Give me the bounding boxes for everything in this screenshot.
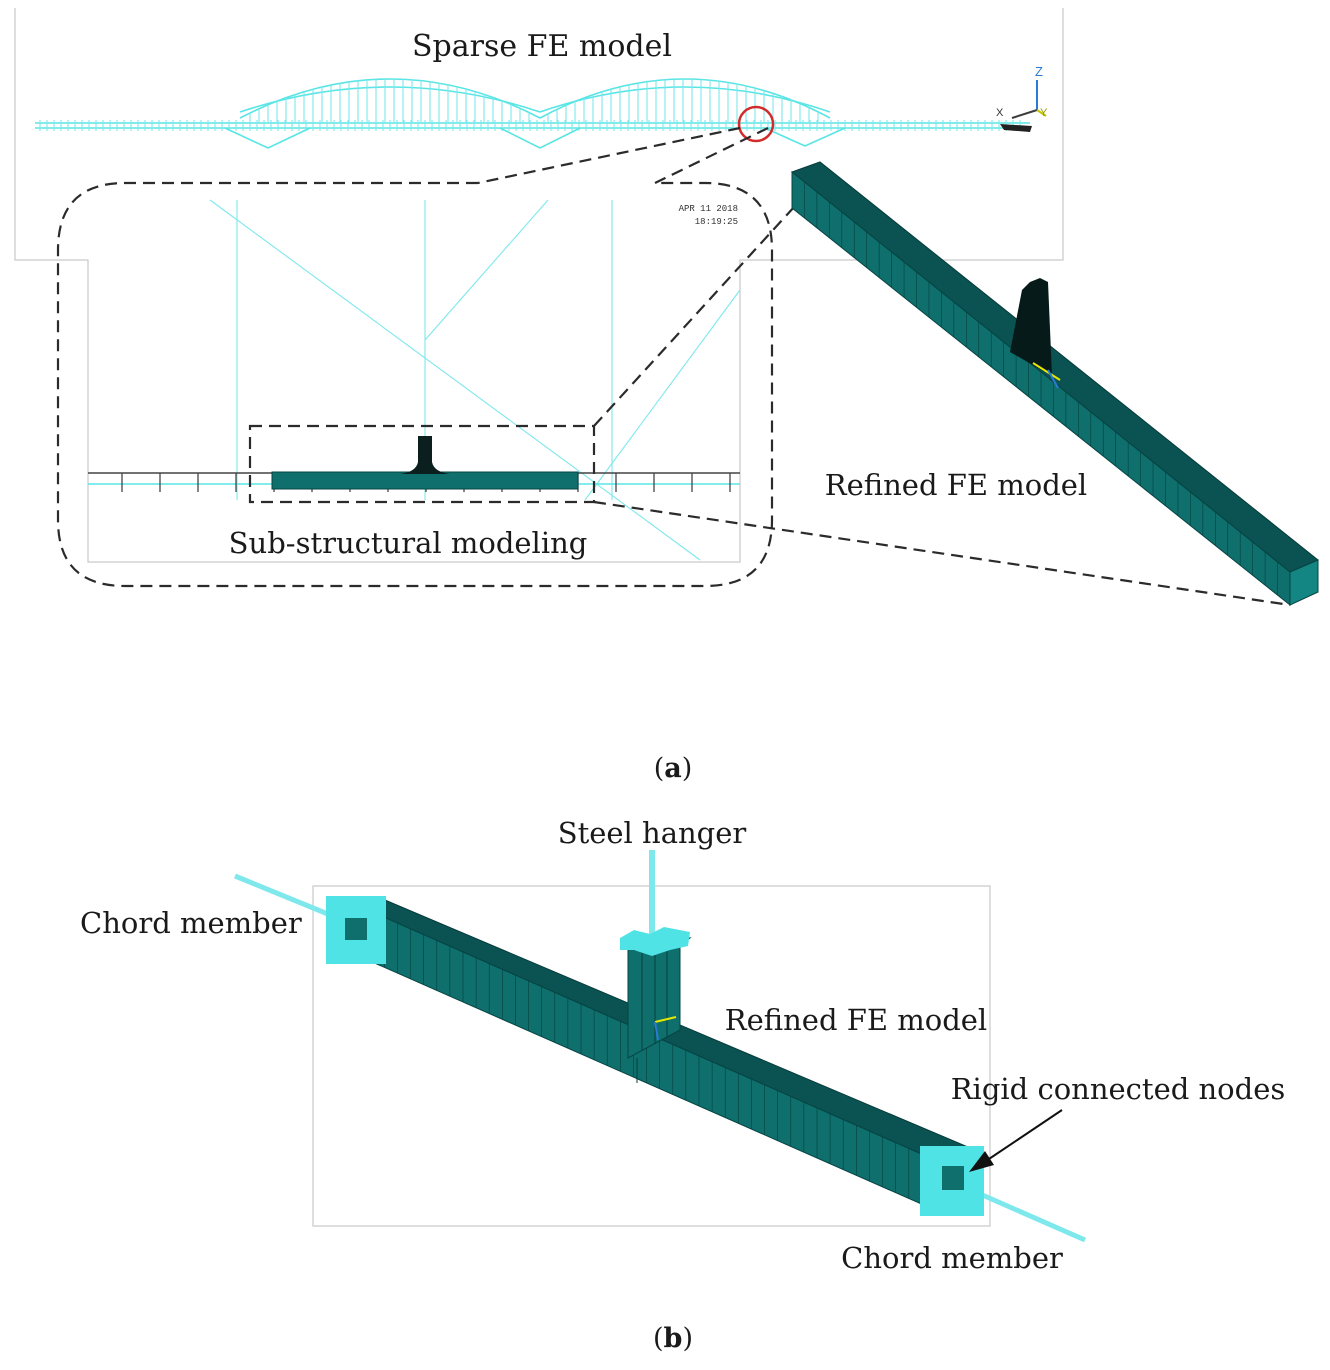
refined-connector-bottom [593, 500, 1291, 607]
refined-fe-label-b: Refined FE model [725, 1003, 987, 1037]
chord-member-right-label: Chord member [841, 1241, 1063, 1275]
rigid-nodes-arrowhead [969, 1151, 994, 1172]
caption-b: (b) [653, 1323, 693, 1354]
caption-a: (a) [654, 753, 693, 784]
sparse-model-frame [14, 8, 1064, 563]
rigid-nodes-right [920, 1146, 984, 1216]
zoom-highlight-circle [737, 105, 775, 143]
rigid-nodes-left [326, 896, 386, 964]
embedded-refined-segment [271, 471, 579, 490]
sparse-fe-model-title: Sparse FE model [412, 29, 672, 64]
hanger-a [1010, 278, 1052, 376]
bridge-line-model [35, 78, 1030, 149]
refined-fe-beam-a [790, 161, 1319, 607]
panel-a: Sparse FE model Z X Y [14, 8, 1319, 784]
axis-y-label: Y [1040, 107, 1048, 119]
embedded-hanger [400, 436, 450, 474]
rigid-nodes-hanger-top [620, 927, 690, 956]
zoom-connector-right [654, 127, 769, 184]
rigid-nodes-arrow [982, 1109, 1063, 1164]
refined-segment-box [248, 424, 596, 504]
axis-x-label: X [996, 107, 1004, 119]
rigid-connected-nodes-label: Rigid connected nodes [951, 1072, 1286, 1106]
sub-structural-callout [56, 181, 774, 588]
timestamp-date: APR 11 2018 [679, 204, 738, 214]
chord-member-left-label: Chord member [80, 906, 302, 940]
sub-structural-label: Sub-structural modeling [229, 526, 588, 560]
zoomed-line-view [88, 199, 741, 561]
refined-fe-label-a: Refined FE model [825, 468, 1087, 502]
panel-b: Steel hanger Chord member Refined FE mod… [80, 816, 1285, 1354]
axis-z-label: Z [1035, 64, 1043, 79]
zoom-connector-left [477, 126, 741, 185]
axis-triad: Z X Y [996, 64, 1048, 132]
steel-hanger-label: Steel hanger [558, 816, 747, 850]
timestamp-time: 18:19:25 [695, 217, 738, 227]
refined-connector-top [593, 194, 806, 427]
